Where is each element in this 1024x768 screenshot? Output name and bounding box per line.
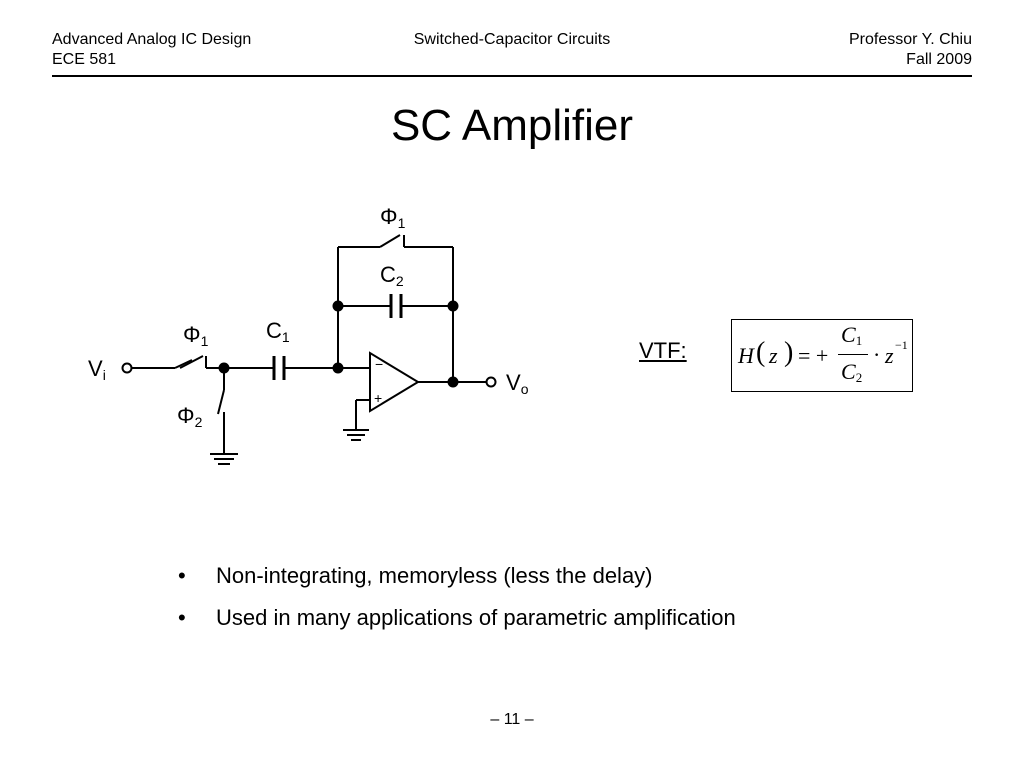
course-title: Advanced Analog IC Design: [52, 31, 252, 48]
capacitor-c1: [224, 356, 338, 380]
formula-equals-plus: = +: [798, 343, 829, 368]
formula-numerator: C1: [841, 322, 863, 349]
bullet-item: • Non-integrating, memoryless (less the …: [178, 563, 736, 589]
slide-title: SC Amplifier: [390, 101, 634, 150]
node-dot-3: [332, 300, 344, 312]
vo-label: Vo: [506, 370, 529, 397]
term: Fall 2009: [906, 51, 972, 68]
formula-rparen: ): [784, 337, 794, 368]
phi1-input-label: Φ1: [183, 322, 209, 349]
node-dot-4: [447, 300, 459, 312]
vtf-formula-box: H ( z ) = + C1 C2 · z −1: [731, 319, 913, 392]
opamp-minus-sign: −: [375, 356, 384, 372]
vtf-label: VTF:: [639, 338, 687, 363]
node-dot-5: [447, 376, 459, 388]
formula-fraction-bar: [838, 354, 868, 355]
header-right: Professor Y. Chiu Fall 2009: [849, 30, 972, 70]
c1-label: C1: [266, 318, 290, 345]
page-number: – 11 –: [490, 711, 534, 728]
opamp: [369, 351, 420, 413]
phi2-ground-switch: [217, 368, 225, 454]
bullet-list: • Non-integrating, memoryless (less the …: [178, 563, 736, 647]
header-left: Advanced Analog IC Design ECE 581: [52, 30, 251, 70]
noninverting-ground-wire: [343, 399, 370, 441]
phi2-label: Φ2: [177, 403, 203, 430]
formula-exponent: −1: [895, 338, 908, 352]
c2-label: C2: [380, 262, 404, 289]
formula-h: H: [738, 343, 754, 368]
header-topic: Switched-Capacitor Circuits: [413, 31, 611, 48]
vo-terminal: [485, 376, 497, 388]
bullet-symbol: •: [178, 563, 186, 588]
formula-z: z: [769, 343, 778, 368]
opamp-plus-sign: +: [374, 390, 383, 406]
instructor-name: Professor Y. Chiu: [848, 31, 972, 48]
input-wire: [132, 359, 193, 369]
formula-lparen: (: [756, 337, 766, 368]
header-divider: [52, 75, 972, 77]
bullet-text: Non-integrating, memoryless (less the de…: [216, 563, 653, 588]
vi-terminal: [121, 362, 133, 374]
vi-label: Vi: [88, 356, 106, 383]
course-code: ECE 581: [52, 51, 117, 68]
bullet-symbol: •: [178, 605, 186, 630]
formula-denominator: C2: [841, 359, 863, 386]
phi1-feedback-label: Φ1: [380, 204, 406, 231]
bullet-text: Used in many applications of parametric …: [216, 605, 736, 630]
ground-symbol-1: [210, 453, 238, 465]
formula-z-inverse: z: [885, 343, 894, 368]
feedback-network: [337, 234, 454, 382]
bullet-item: • Used in many applications of parametri…: [178, 605, 736, 631]
formula-dot: ·: [873, 342, 881, 367]
